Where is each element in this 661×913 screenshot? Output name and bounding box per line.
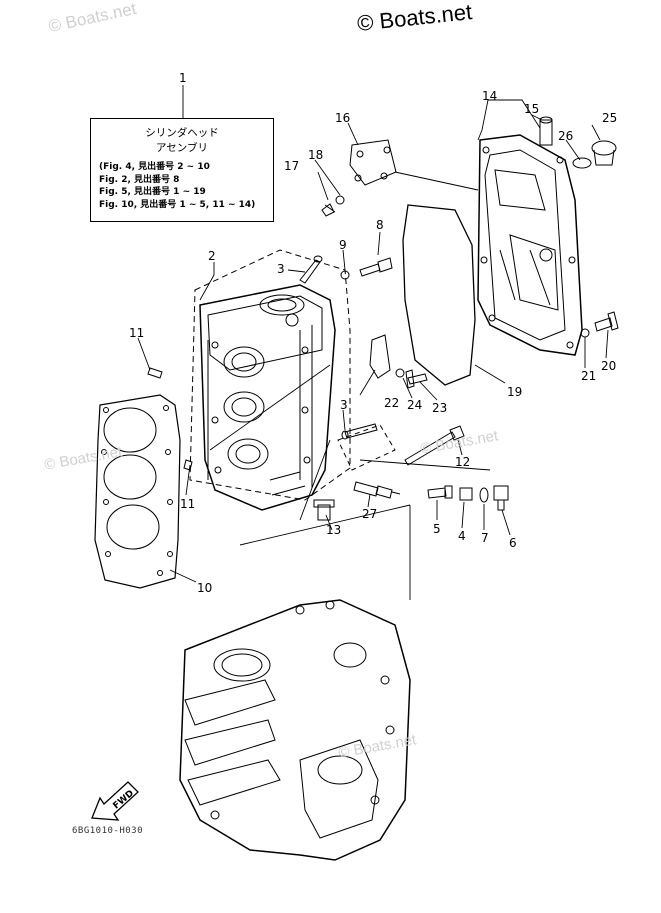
callout-7: 7 xyxy=(481,531,489,545)
callout-19: 19 xyxy=(507,385,523,399)
callout-26: 26 xyxy=(558,129,574,143)
callout-21: 21 xyxy=(581,369,597,383)
cylinder-head xyxy=(199,284,336,511)
callout-11-upper: 11 xyxy=(129,326,145,340)
bolt-20 xyxy=(594,311,619,332)
callout-18: 18 xyxy=(308,148,324,162)
bolt-group-dashed-outline xyxy=(337,424,396,471)
callout-13: 13 xyxy=(326,523,342,537)
callout-12: 12 xyxy=(455,455,471,469)
bolt-23 xyxy=(405,369,428,389)
callout-14: 14 xyxy=(482,89,498,103)
valve-cover xyxy=(477,134,583,356)
cylinder-block xyxy=(179,599,411,861)
cap-25 xyxy=(591,140,617,166)
stud-bolt-3-lower xyxy=(341,423,378,440)
callout-8: 8 xyxy=(376,218,384,232)
cover-plate xyxy=(349,139,397,186)
fig-ref-1: (Fig. 4, 見出番号 2 ~ 10 xyxy=(99,162,210,172)
callout-15: 15 xyxy=(524,102,540,116)
fig-ref-3: Fig. 5, 見出番号 1 ~ 19 xyxy=(99,187,206,197)
callout-25: 25 xyxy=(602,111,618,125)
bolt-13 xyxy=(313,499,335,521)
washer-21 xyxy=(580,328,590,338)
bolt-8 xyxy=(359,257,393,277)
pin-24 xyxy=(395,368,405,378)
nipple-15 xyxy=(539,116,553,146)
valve-cover-gasket xyxy=(402,204,476,386)
assembly-info-box: シリンダヘッド アセンブリ (Fig. 4, 見出番号 2 ~ 10 Fig. … xyxy=(90,118,274,222)
assembly-title-line2: アセンブリ xyxy=(156,142,208,154)
fwd-arrow-icon xyxy=(91,781,139,821)
dowel-11-upper xyxy=(147,367,163,379)
head-assembly-dashed-outline xyxy=(189,249,351,501)
diagram-code: 6BG1010-H030 xyxy=(72,826,144,836)
bracket-22 xyxy=(369,334,391,379)
washer-9 xyxy=(340,270,350,280)
callout-3-lower: 3 xyxy=(340,398,348,412)
callout-24: 24 xyxy=(407,398,423,412)
callout-1: 1 xyxy=(179,71,187,85)
fig-ref-4: Fig. 10, 見出番号 1 ~ 5, 11 ~ 14) xyxy=(99,199,256,210)
fig-ref-2: Fig. 2, 見出番号 8 xyxy=(99,174,180,185)
callout-10: 10 xyxy=(197,581,213,595)
callout-4: 4 xyxy=(458,529,466,543)
o-ring-7 xyxy=(479,487,489,503)
o-ring-26 xyxy=(572,157,592,169)
assembly-title-line1: シリンダヘッド xyxy=(145,127,219,139)
spark-plug-27 xyxy=(353,481,401,499)
callout-5: 5 xyxy=(433,522,441,536)
leader-lines xyxy=(137,85,609,600)
stud-bolt-3-upper xyxy=(299,255,323,284)
callout-11-lower: 11 xyxy=(180,497,196,511)
collar-4 xyxy=(459,487,473,501)
callout-9: 9 xyxy=(339,238,347,252)
bolt-5 xyxy=(427,485,453,499)
bolt-17 xyxy=(321,203,336,217)
callout-27: 27 xyxy=(362,507,378,521)
callout-20: 20 xyxy=(601,359,617,373)
callout-6: 6 xyxy=(509,536,517,550)
callout-23: 23 xyxy=(432,401,448,415)
callout-22: 22 xyxy=(384,396,400,410)
plug-6 xyxy=(493,485,509,511)
head-gasket xyxy=(94,394,181,589)
dowel-11-lower xyxy=(183,459,193,471)
callout-16: 16 xyxy=(335,111,351,125)
washer-18 xyxy=(335,195,345,205)
callout-2: 2 xyxy=(208,249,216,263)
callout-17: 17 xyxy=(284,159,300,173)
callout-3-upper: 3 xyxy=(277,262,285,276)
